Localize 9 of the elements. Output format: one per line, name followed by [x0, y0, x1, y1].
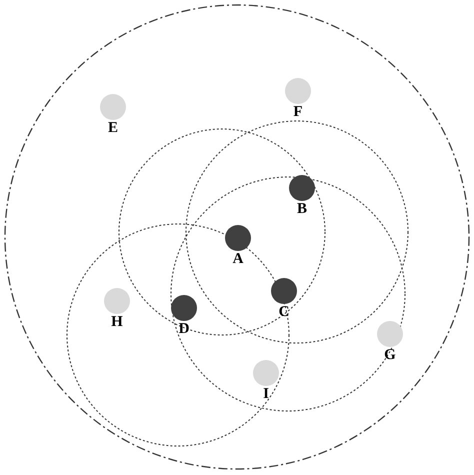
point-label: C — [278, 304, 290, 320]
point-label: H — [111, 314, 123, 330]
point-label: A — [232, 251, 244, 267]
point-label: D — [178, 321, 190, 337]
point-label: G — [384, 347, 396, 363]
point-label: F — [293, 104, 303, 120]
point-label: B — [296, 201, 307, 217]
point-label: I — [263, 386, 269, 402]
point-label: E — [108, 120, 118, 136]
